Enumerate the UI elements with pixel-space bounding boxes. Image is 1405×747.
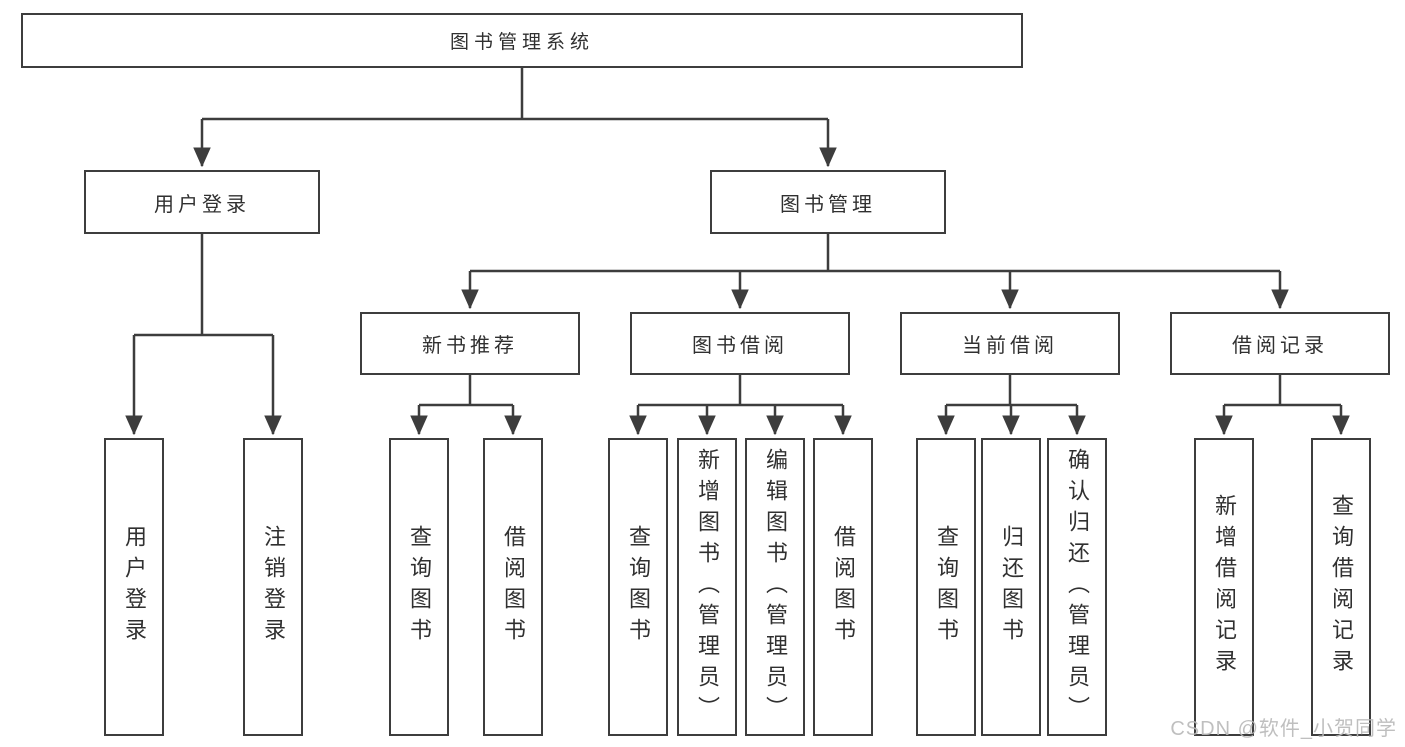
node-borrow-records-label: 借阅记录 xyxy=(1232,335,1328,357)
leaf-records-add-record: 新增借阅记录 xyxy=(1194,438,1254,736)
leaf-current-confirm-return-admin: 确认归还（管理员） xyxy=(1047,438,1107,736)
node-user-login: 用户登录 xyxy=(84,170,320,234)
node-new-book-recommend: 新书推荐 xyxy=(360,312,580,375)
leaf-recommend-borrow-books: 借阅图书 xyxy=(483,438,543,736)
edge-book-management-branch xyxy=(470,234,1280,273)
edge-borrow-records-branch xyxy=(1224,375,1341,407)
leaf-recommend-borrow-books-label: 借阅图书 xyxy=(501,525,526,649)
csdn-watermark: CSDN @软件_小贺同学 xyxy=(1170,718,1397,740)
leaf-recommend-query-books-label: 查询图书 xyxy=(407,525,432,649)
leaf-current-return-books: 归还图书 xyxy=(981,438,1041,736)
leaf-borrow-edit-books-admin: 编辑图书（管理员） xyxy=(745,438,805,736)
node-book-borrow-label: 图书借阅 xyxy=(692,335,788,357)
node-book-borrow: 图书借阅 xyxy=(630,312,850,375)
leaf-records-add-record-label: 新增借阅记录 xyxy=(1212,494,1237,680)
node-library-system: 图书管理系统 xyxy=(21,13,1023,68)
edge-root-branch xyxy=(202,68,828,121)
leaf-borrow-borrow-books: 借阅图书 xyxy=(813,438,873,736)
leaf-current-return-books-label: 归还图书 xyxy=(999,525,1024,649)
node-borrow-records: 借阅记录 xyxy=(1170,312,1390,375)
edge-new-book-branch xyxy=(419,375,513,407)
node-book-management: 图书管理 xyxy=(710,170,946,234)
node-library-system-label: 图书管理系统 xyxy=(449,32,594,53)
node-new-book-recommend-label: 新书推荐 xyxy=(422,335,518,357)
leaf-borrow-query-books-label: 查询图书 xyxy=(626,525,651,649)
leaf-current-query-books-label: 查询图书 xyxy=(934,525,959,649)
node-current-borrow-label: 当前借阅 xyxy=(962,335,1058,357)
node-book-management-label: 图书管理 xyxy=(780,193,876,216)
leaf-borrow-edit-books-admin-label: 编辑图书（管理员） xyxy=(763,447,788,727)
leaf-current-confirm-return-admin-label: 确认归还（管理员） xyxy=(1065,447,1090,727)
leaf-records-query-record: 查询借阅记录 xyxy=(1311,438,1371,736)
leaf-logout-login-label: 注销登录 xyxy=(261,525,286,649)
edge-book-borrow-branch xyxy=(638,375,843,407)
leaf-borrow-add-books-admin: 新增图书（管理员） xyxy=(677,438,737,736)
node-current-borrow: 当前借阅 xyxy=(900,312,1120,375)
leaf-borrow-query-books: 查询图书 xyxy=(608,438,668,736)
leaf-user-login: 用户登录 xyxy=(104,438,164,736)
leaf-borrow-add-books-admin-label: 新增图书（管理员） xyxy=(695,447,720,727)
leaf-records-query-record-label: 查询借阅记录 xyxy=(1329,494,1354,680)
leaf-user-login-label: 用户登录 xyxy=(122,525,147,649)
leaf-current-query-books: 查询图书 xyxy=(916,438,976,736)
edge-user-login-branch xyxy=(134,234,273,337)
leaf-logout-login: 注销登录 xyxy=(243,438,303,736)
edge-current-borrow-branch xyxy=(946,375,1077,407)
leaf-borrow-borrow-books-label: 借阅图书 xyxy=(831,525,856,649)
leaf-recommend-query-books: 查询图书 xyxy=(389,438,449,736)
node-user-login-label: 用户登录 xyxy=(154,193,250,216)
